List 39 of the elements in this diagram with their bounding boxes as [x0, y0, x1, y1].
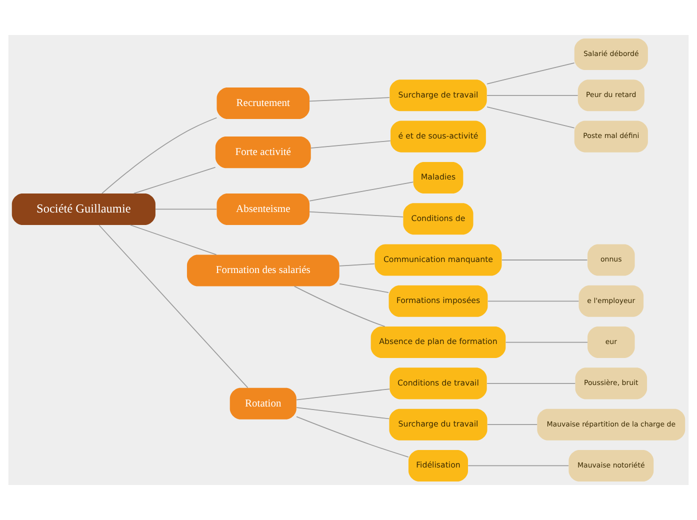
connector [155, 208, 218, 210]
node-box: Surcharge du travail [389, 408, 488, 440]
node-box: Maladies [413, 162, 464, 194]
connector [133, 166, 216, 194]
node-box: Société Guillaumie [12, 193, 156, 225]
connector [486, 94, 578, 96]
connector [296, 416, 409, 458]
connector [310, 140, 391, 148]
node-box: Recrutement [216, 88, 310, 120]
node-box: Forte activité [215, 136, 311, 168]
connector [296, 407, 390, 420]
connector [309, 182, 414, 202]
connector [486, 383, 576, 384]
connector [468, 465, 569, 466]
node-box: Absence de plan de formation [370, 326, 506, 358]
connector [296, 388, 390, 400]
connector [98, 224, 248, 388]
node-box: Formation des salariés [186, 254, 340, 286]
connector [505, 342, 588, 343]
node-box: Conditions de travail [390, 368, 487, 400]
connector [486, 106, 575, 128]
node-box: Rotation [230, 388, 296, 420]
node-box: é et de sous-activité [390, 120, 486, 152]
connector [487, 424, 538, 426]
node-box: Conditions de [403, 203, 474, 235]
node-box: Formations imposées [388, 285, 488, 317]
connector [309, 97, 390, 102]
connector [488, 300, 580, 302]
connector [294, 286, 386, 327]
node-box: Surcharge de travail [390, 80, 487, 112]
connector [486, 62, 575, 84]
connector [309, 211, 404, 218]
connector [339, 283, 389, 293]
connector [339, 263, 375, 266]
connector [102, 117, 218, 194]
node-box: Fidélisation [408, 450, 468, 482]
node-box: Communication manquante [374, 244, 502, 276]
node-box: Absenteisme [216, 193, 310, 225]
connector [130, 224, 217, 256]
